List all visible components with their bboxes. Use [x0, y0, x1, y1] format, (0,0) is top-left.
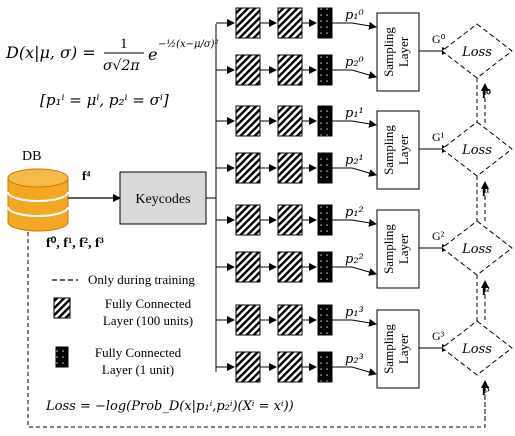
sampling-layer-3	[376, 309, 420, 389]
fc100-layer-3-1-b	[277, 351, 303, 383]
sampling-label-2-a: Sampling	[381, 224, 396, 274]
fc1-layer-2-1	[317, 251, 333, 283]
database-icon	[7, 168, 69, 232]
svg-text:σ√2π: σ√2π	[103, 58, 140, 74]
loss-label-2: Loss	[461, 242, 492, 257]
legend-fc100-label-line1: Fully Connected	[105, 296, 192, 311]
svg-text:e: e	[148, 45, 157, 64]
sampling-layer-2	[376, 209, 420, 289]
loss-node-3	[441, 320, 513, 376]
loss-formula: Loss = −log(Prob_D(x|p₁ⁱ,p₂ⁱ)(Xⁱ = xⁱ))	[45, 399, 294, 414]
fc1-layer-2-0	[317, 204, 333, 236]
fc100-layer-2-0-a	[235, 204, 261, 236]
sampling-layer-0	[376, 12, 420, 92]
param-label-0-0: p₁⁰	[345, 8, 365, 23]
svg-text:1: 1	[120, 36, 128, 52]
param-arrow-1-0	[332, 119, 377, 128]
fc100-layer-2-1-b	[277, 251, 303, 283]
fc1-layer-0-0	[317, 7, 333, 39]
fc1-layer-1-1	[317, 152, 333, 184]
keycodes-box	[119, 171, 207, 225]
param-arrow-0-1	[332, 69, 377, 79]
sampling-label-2-b: Layer	[396, 233, 411, 264]
fc100-layer-1-1-b	[277, 152, 303, 184]
fc100-layer-3-0-a	[235, 304, 261, 336]
loss-label-3: Loss	[461, 342, 492, 357]
f4-label: f⁴	[82, 168, 90, 183]
fc100-layer-2-1-a	[235, 251, 261, 283]
feature-label-0: f⁰	[482, 87, 491, 101]
param-arrow-3-0	[332, 318, 377, 327]
param-label-1-0: p₁¹	[345, 106, 364, 121]
fc100-layer-2-0-b	[277, 204, 303, 236]
feature-label-3: f³	[482, 384, 490, 398]
params-formula: [p₁ⁱ = μⁱ, p₂ⁱ = σⁱ]	[40, 91, 169, 109]
legend-fc1-icon	[55, 346, 69, 368]
g-label-2: G²	[432, 229, 445, 243]
g-label-0: G⁰	[432, 32, 446, 46]
gaussian-formula: D(x|μ, σ) = 1 σ√2π e −½(x−μ/σ)²	[5, 36, 219, 74]
legend: Only during training Fully Connected Lay…	[52, 272, 195, 377]
sampling-label-0-a: Sampling	[381, 27, 396, 77]
fc100-layer-0-0-a	[235, 7, 261, 39]
param-arrow-3-1	[332, 366, 377, 376]
legend-fc1-label-line1: Fully Connected	[95, 345, 182, 360]
fc100-layer-1-0-a	[235, 105, 261, 137]
training-feedback-line	[27, 232, 486, 428]
sampling-label-1-b: Layer	[396, 134, 411, 165]
fc100-layer-3-0-b	[277, 304, 303, 336]
fc100-layer-3-1-a	[235, 351, 261, 383]
param-label-1-1: p₂¹	[345, 153, 364, 168]
legend-fc100-label-line2: Layer (100 units)	[103, 313, 193, 328]
fc100-layer-1-1-a	[235, 152, 261, 184]
fc100-layer-0-1-a	[235, 54, 261, 86]
param-arrow-1-1	[332, 167, 377, 177]
svg-text:−½(x−μ/σ)²: −½(x−μ/σ)²	[158, 39, 219, 50]
sampling-label-1-a: Sampling	[381, 125, 396, 175]
sampling-label-3-a: Sampling	[381, 324, 396, 374]
loss-label-0: Loss	[461, 45, 492, 60]
fc100-layer-0-0-b	[277, 7, 303, 39]
loss-label-1: Loss	[461, 143, 492, 158]
param-label-0-1: p₂⁰	[345, 55, 365, 70]
param-label-3-1: p₂³	[345, 352, 364, 367]
feature-label-1: f¹	[482, 185, 490, 199]
sampling-label-0-b: Layer	[396, 36, 411, 67]
fc100-layer-1-0-b	[277, 105, 303, 137]
legend-dashed-label: Only during training	[88, 272, 195, 287]
param-arrow-2-1	[332, 266, 377, 276]
db-label: DB	[22, 149, 41, 164]
fc1-layer-1-0	[317, 105, 333, 137]
fc100-layer-0-1-b	[277, 54, 303, 86]
param-arrow-0-0	[332, 21, 377, 30]
fc1-layer-3-1	[317, 351, 333, 383]
keycodes-label: Keycodes	[135, 192, 190, 207]
g-label-3: G³	[432, 329, 445, 343]
fc1-layer-0-1	[317, 54, 333, 86]
param-arrow-2-0	[332, 218, 377, 227]
param-label-3-0: p₁³	[345, 305, 364, 320]
svg-text:D(x|μ, σ) =: D(x|μ, σ) =	[5, 43, 96, 62]
param-label-2-0: p₁²	[345, 205, 364, 220]
sampling-layer-1	[376, 110, 420, 190]
legend-fc100-icon	[53, 297, 71, 319]
db-outputs-label: f⁰, f¹, f², f³	[46, 236, 104, 251]
fc1-layer-3-0	[317, 304, 333, 336]
sampling-label-3-b: Layer	[396, 333, 411, 364]
legend-fc1-label-line2: Layer (1 unit)	[102, 362, 174, 377]
param-label-2-1: p₂²	[345, 252, 364, 267]
feature-label-2: f²	[482, 284, 490, 298]
g-label-1: G¹	[432, 130, 445, 144]
